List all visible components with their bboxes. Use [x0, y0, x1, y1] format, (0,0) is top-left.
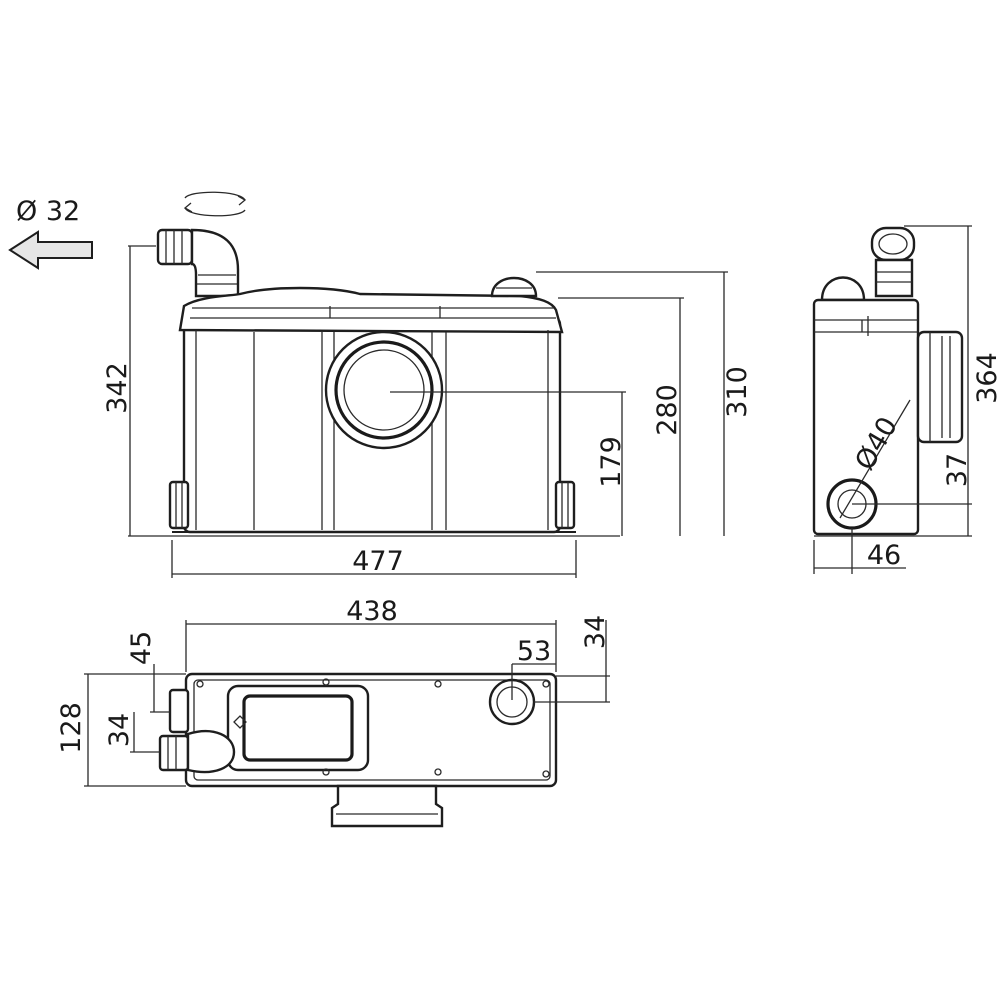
top-width-438-label: 438 [346, 596, 398, 627]
outlet-arrow-icon [8, 230, 93, 270]
front-lid [178, 286, 564, 334]
top-view: 438 45 128 34 53 34 [56, 596, 611, 828]
outlet-pipe-stub [156, 228, 194, 266]
vent-cap [490, 276, 538, 298]
side-vent-cap [820, 276, 866, 302]
right-side-stub [554, 480, 576, 530]
side-37-label: 37 [942, 453, 973, 487]
front-view: Ø 32 [8, 191, 753, 578]
front-inlet-outer-ring [324, 330, 444, 450]
height-179-label: 179 [596, 436, 627, 488]
outlet-elbow [190, 228, 240, 298]
top-45-label: 45 [126, 631, 157, 665]
side-view: 364 Ø40 37 46 [812, 225, 1000, 574]
left-side-stub [168, 480, 190, 530]
top-34-left-label: 34 [104, 713, 135, 747]
top-53-label: 53 [517, 636, 551, 667]
side-46-label: 46 [867, 540, 901, 571]
top-lid-hatch [226, 684, 370, 772]
top-elbow [186, 730, 236, 774]
top-inlet-flange [330, 784, 444, 828]
height-280-label: 280 [652, 384, 683, 436]
top-128-label: 128 [56, 702, 87, 754]
height-342-label: 342 [102, 362, 133, 414]
top-stub-lower [158, 734, 190, 772]
outlet-diameter-label: Ø 32 [16, 196, 80, 227]
front-inlet-middle-ring [334, 340, 434, 440]
height-310-label: 310 [722, 366, 753, 418]
front-inlet-inner-ring [343, 349, 425, 431]
rotation-arrow-icon [183, 191, 247, 217]
top-stub-upper [168, 688, 190, 734]
side-outlet-ring [870, 226, 916, 262]
side-height-364-label: 364 [972, 352, 1000, 404]
top-34-right-label: 34 [580, 615, 611, 649]
side-inlet-flange [916, 330, 964, 444]
width-477-label: 477 [352, 546, 404, 577]
